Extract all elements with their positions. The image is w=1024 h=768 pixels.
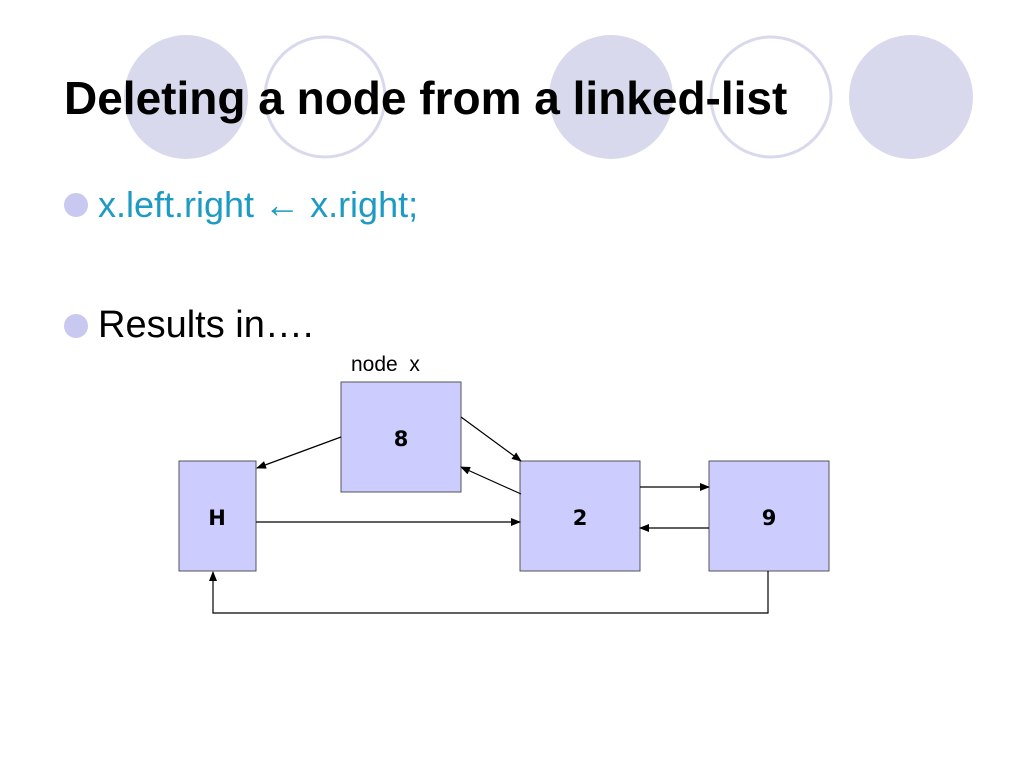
bullet-text: Results in…. [98, 304, 314, 346]
decor-circle-filled [849, 35, 973, 159]
node-9: 9 [708, 460, 830, 572]
title-decoration [124, 35, 973, 159]
node-label: 8 [394, 427, 409, 451]
arrow-8-to-h [256, 436, 342, 469]
slide-title: Deleting a node from a linked-list [64, 72, 788, 124]
arrow-8-to-2 [460, 416, 522, 462]
bullet-text: x.left.right ← x.right; [98, 184, 419, 225]
decor-circle-filled [549, 35, 673, 159]
node-h: H [178, 460, 257, 572]
node-8: 8 [340, 381, 462, 493]
decor-circle-filled [124, 35, 248, 159]
bullet-icon [64, 313, 88, 338]
decor-circle-outline [263, 35, 387, 159]
node-label: H [208, 506, 226, 530]
bullet-item: x.left.right ← x.right; [64, 184, 418, 226]
arrow-2-to-8 [460, 466, 522, 495]
bullet-icon [64, 193, 88, 217]
node-caption: node x [351, 353, 420, 376]
arrow-9-to-h [209, 571, 769, 614]
decor-circle-outline [709, 35, 833, 159]
node-2: 2 [519, 460, 641, 572]
node-label: 2 [573, 506, 588, 530]
bullet-item: Results in…. [64, 304, 313, 347]
node-label: 9 [762, 506, 777, 530]
